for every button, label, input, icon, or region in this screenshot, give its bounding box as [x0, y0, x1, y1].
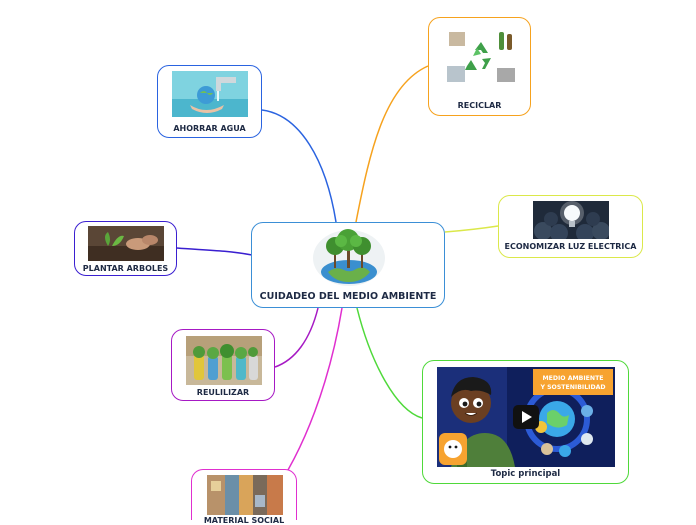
play-icon[interactable]: [522, 411, 532, 423]
topic-label: RECICLAR: [457, 101, 502, 110]
connector-plantar-arboles: [176, 247, 253, 256]
root-label: CUIDADEO DEL MEDIO AMBIENTE: [259, 291, 437, 302]
topic-topic-principal[interactable]: MEDIO AMBIENTE Y SOSTENIBILIDAD Topic pr…: [422, 360, 629, 484]
materials-photo-icon: [207, 475, 283, 515]
connector-reulilizar: [274, 307, 319, 368]
lightbulb-icon: [533, 201, 609, 239]
topic-reciclar[interactable]: RECICLAR: [428, 17, 531, 116]
topic-material-social[interactable]: MATERIAL SOCIAL: [191, 469, 297, 525]
video-title-line1: MEDIO AMBIENTE: [542, 375, 603, 382]
topic-reulilizar[interactable]: REULILIZAR: [171, 329, 275, 401]
topic-label: Topic principal: [490, 469, 561, 479]
video-title-line2: Y SOSTENIBILIDAD: [539, 384, 605, 391]
video-thumbnail-icon[interactable]: MEDIO AMBIENTE Y SOSTENIBILIDAD: [437, 367, 615, 467]
connector-reciclar: [355, 65, 429, 223]
planting-tree-icon: [88, 226, 164, 261]
topic-label: ECONOMIZAR LUZ ELECTRICA: [504, 242, 637, 251]
connector-ahorrar-agua: [261, 109, 337, 223]
topic-ahorrar-agua[interactable]: AHORRAR AGUA: [157, 65, 262, 138]
connector-economizar-luz: [444, 225, 499, 233]
topic-label: AHORRAR AGUA: [173, 124, 246, 133]
water-hands-icon: [172, 71, 248, 117]
topic-plantar-arboles[interactable]: PLANTAR ARBOLES: [74, 221, 177, 276]
earth-trees-icon: [310, 228, 388, 286]
topic-label: PLANTAR ARBOLES: [82, 264, 169, 273]
topic-economizar-luz[interactable]: ECONOMIZAR LUZ ELECTRICA: [498, 195, 643, 258]
recycle-icon: [443, 28, 519, 88]
connector-topic-principal: [356, 307, 423, 419]
topic-label: REULILIZAR: [196, 388, 250, 397]
boot-planters-icon: [186, 336, 262, 385]
topic-label: MATERIAL SOCIAL: [203, 516, 285, 525]
root-node[interactable]: CUIDADEO DEL MEDIO AMBIENTE: [251, 222, 445, 308]
